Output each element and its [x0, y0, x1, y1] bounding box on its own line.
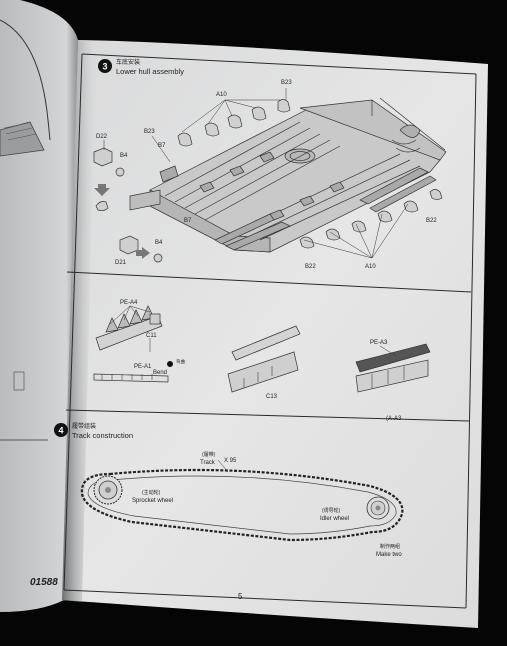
- callout-leaders: [103, 88, 409, 259]
- left-page: [0, 0, 78, 612]
- step-4-header: 4 履带组装 Track construction: [54, 422, 133, 440]
- callout-b7-top: B7: [158, 143, 166, 149]
- callout-b4-bottom: B4: [155, 240, 163, 246]
- label-a3: (A-A3: [386, 416, 402, 422]
- page-footer: 01588 5: [30, 577, 243, 601]
- photo-etch-substep: [93, 305, 431, 393]
- substep-leaders: [109, 305, 397, 357]
- callout-b23-left: B23: [144, 129, 155, 135]
- step-title-en: Track construction: [72, 431, 133, 440]
- sprocket-wheel-icon: [93, 475, 123, 505]
- page-number: 5: [238, 592, 243, 601]
- label-bend-cn: 弯曲: [176, 358, 185, 365]
- step-title-cn: 履带组装: [72, 422, 96, 430]
- step-number: 4: [58, 426, 63, 436]
- callout-b22-bottom: B22: [305, 264, 316, 270]
- step-4-labels: (履带) Track X 95 (主动轮) Sprocket wheel (诱导…: [132, 452, 402, 558]
- bend-marker: [167, 361, 173, 367]
- final-drive-parts: [93, 147, 163, 263]
- label-pe-a4: PE-A4: [120, 300, 138, 306]
- suspension-arms-top: [177, 99, 291, 147]
- label-sprocket-en: Sprocket wheel: [132, 498, 173, 504]
- label-c11: C11: [146, 333, 157, 339]
- step-title-cn: 车底安装: [116, 58, 140, 66]
- label-sprocket-cn: (主动轮): [142, 489, 161, 496]
- step-3-callouts: A10 A10 B23 B23 B7 B7 D22 B4 D21 B4 B22 …: [96, 80, 437, 270]
- callout-d22: D22: [96, 134, 108, 140]
- track-loop: [80, 468, 404, 542]
- catalog-number: 01588: [30, 577, 58, 588]
- label-make-en: Make two: [376, 552, 402, 558]
- callout-a10-bottom: A10: [365, 264, 376, 270]
- callout-b7-bottom: B7: [184, 218, 192, 224]
- label-pe-a3: PE-A3: [370, 340, 388, 346]
- idler-wheel-icon: [366, 496, 390, 520]
- label-track-en: Track: [200, 460, 216, 466]
- step-number-badge: [54, 423, 68, 437]
- step-title-en: Lower hull assembly: [116, 67, 184, 76]
- label-bend-en: Bend: [153, 370, 167, 376]
- callout-d21: D21: [115, 260, 127, 266]
- step-number-badge: [98, 59, 112, 73]
- lower-hull-drawing: [129, 97, 447, 253]
- substep-labels: PE-A4 C11 PE-A1 弯曲 Bend C13 PE-A3 (A-A3: [120, 300, 402, 422]
- label-pe-a1: PE-A1: [134, 364, 152, 370]
- callout-b4-top: B4: [120, 153, 128, 159]
- label-c13: C13: [266, 394, 278, 400]
- frame-lines: [63, 53, 477, 609]
- direction-arrows: [94, 184, 150, 259]
- step-number: 3: [102, 62, 107, 72]
- suspension-arms-bottom: [299, 189, 443, 249]
- label-idler-en: Idler wheel: [320, 516, 349, 522]
- step-3-header: 3 车底安装 Lower hull assembly: [98, 58, 184, 76]
- callout-b23-top: B23: [281, 80, 292, 86]
- label-track-count: X 95: [224, 458, 237, 464]
- callout-a10-top: A10: [216, 92, 227, 98]
- label-idler-cn: (诱导轮): [322, 507, 341, 514]
- callout-b22-right: B22: [426, 218, 437, 224]
- track-leaders: [217, 459, 229, 473]
- label-make-cn: 制作两组: [380, 543, 400, 550]
- label-track-cn: (履带): [202, 452, 216, 458]
